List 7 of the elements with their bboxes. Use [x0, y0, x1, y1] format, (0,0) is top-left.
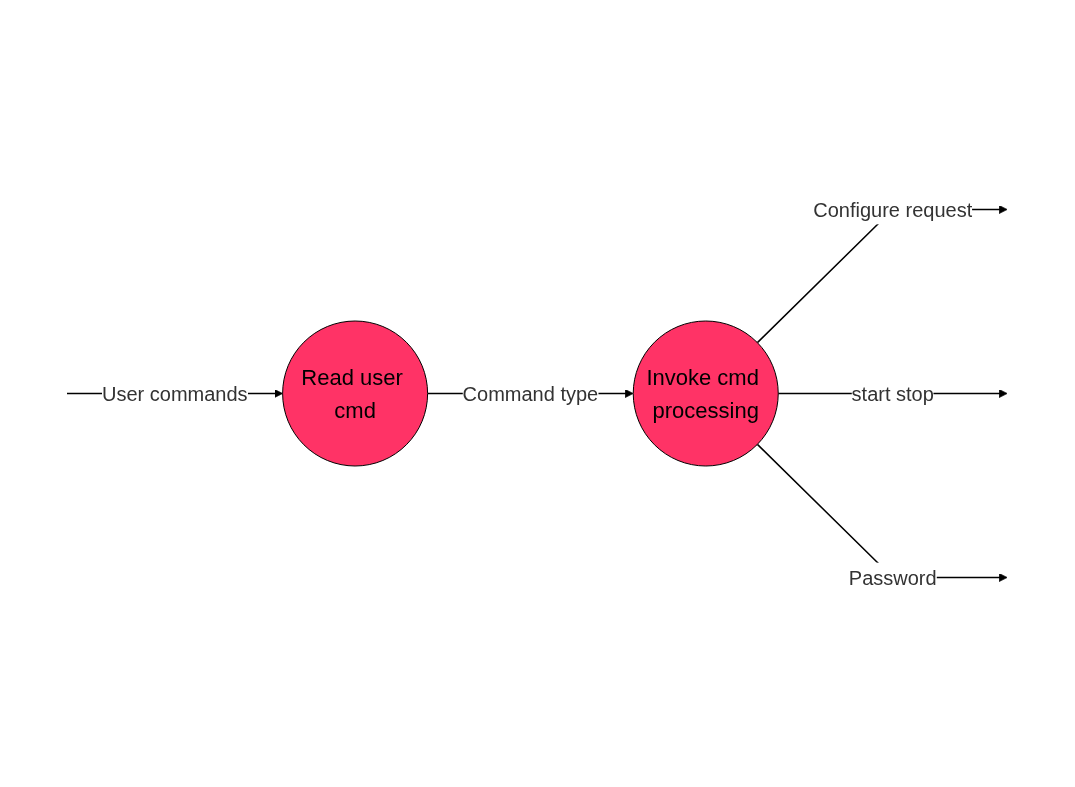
edge-label: User commands: [102, 382, 248, 405]
edge-label: start stop: [851, 382, 935, 405]
edge-label: Password: [849, 566, 938, 589]
node-circle: Invoke cmd processing: [633, 320, 780, 467]
edge-label: Command type: [463, 382, 599, 405]
edge-label: Configure request: [813, 198, 973, 221]
node-circle: Read user cmd: [282, 320, 429, 467]
